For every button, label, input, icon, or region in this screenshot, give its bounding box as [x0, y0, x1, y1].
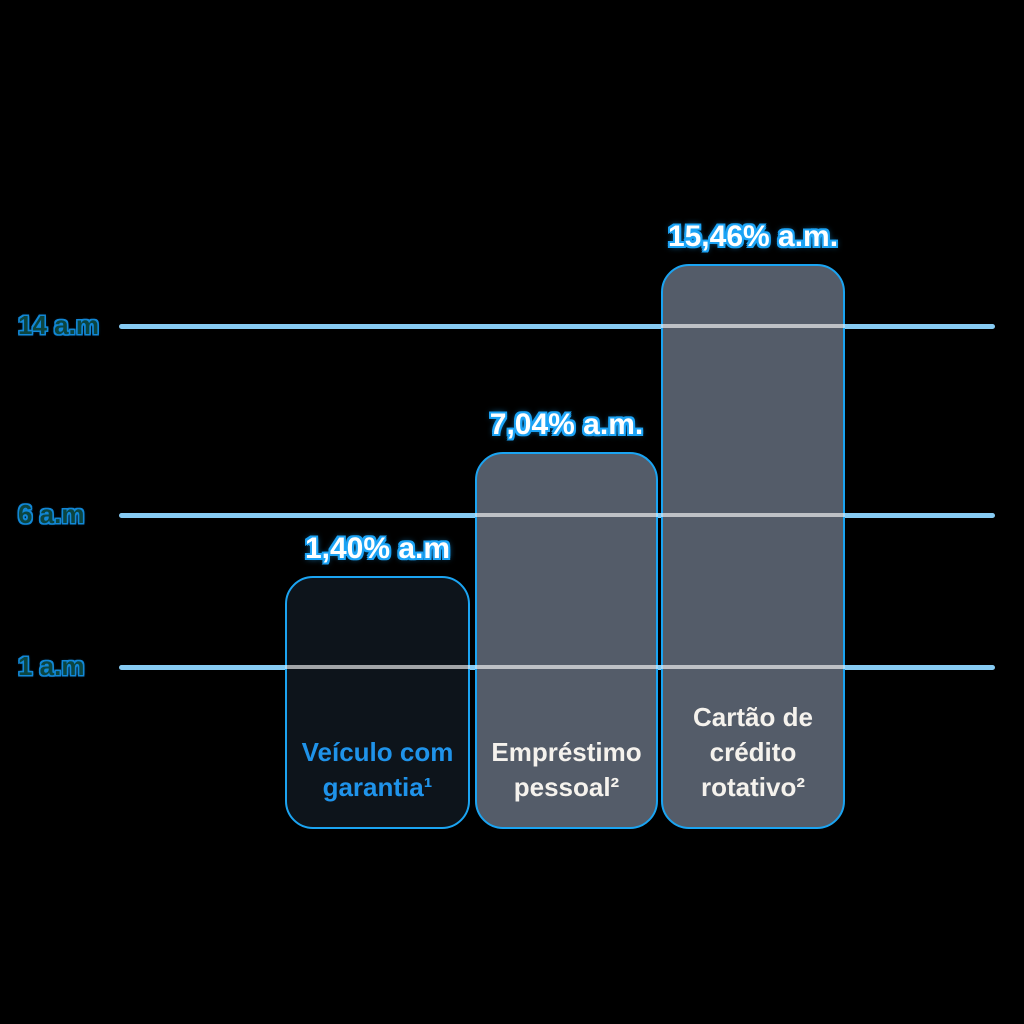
bar-category-label-line: Cartão de	[693, 702, 813, 732]
gridline-overlay	[475, 665, 658, 669]
bar-category-label-line: Veículo com	[301, 737, 454, 767]
bar-value-label: 7,04% a.m.	[489, 408, 644, 441]
bar-category-label-line: rotativo²	[700, 772, 805, 802]
bar-category-label-line: Empréstimo	[491, 737, 642, 767]
bar-1: Empréstimo pessoal²	[475, 452, 658, 829]
bar-2: Cartão de crédito rotativo²	[661, 264, 845, 829]
bar-category-label-line: pessoal²	[513, 772, 620, 802]
gridline-overlay	[661, 513, 845, 517]
gridline-overlay	[661, 324, 845, 328]
bar-category-label: Cartão de crédito rotativo²	[693, 700, 813, 827]
y-axis-label: 6 a.m	[18, 499, 85, 529]
y-axis-label: 1 a.m	[18, 651, 85, 681]
bar-value-label: 15,46% a.m.	[667, 220, 839, 253]
bar-value-label: 1,40% a.m	[304, 532, 451, 565]
bar-category-label-line: garantia¹	[322, 772, 433, 802]
bar-0: Veículo com garantia¹	[285, 576, 470, 829]
bar-category-label: Empréstimo pessoal²	[491, 735, 641, 827]
bar-category-label: Veículo com garantia¹	[302, 735, 454, 827]
gridline-overlay	[661, 665, 845, 669]
y-axis-label: 14 a.m	[18, 310, 99, 340]
gridline	[119, 324, 995, 329]
gridline-overlay	[285, 665, 470, 669]
gridline-overlay	[475, 513, 658, 517]
bar-category-label-line: crédito	[709, 737, 797, 767]
